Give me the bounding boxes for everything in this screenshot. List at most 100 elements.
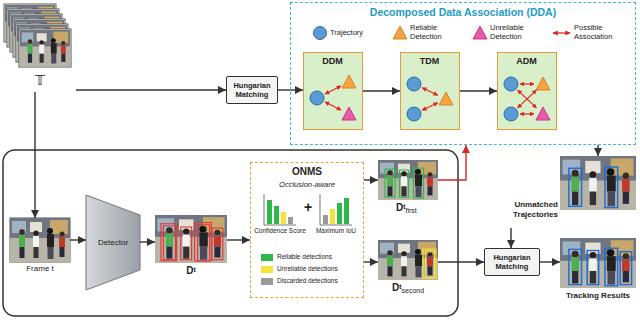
node-text: 𝕋: [4, 72, 76, 89]
connector: [364, 261, 378, 262]
pipeline-panel: [3, 150, 458, 316]
trajectory-circle: [310, 91, 324, 105]
dda-legend-icons: [314, 26, 571, 40]
ddm-figure: [310, 75, 356, 120]
legend-swatch: [261, 278, 273, 285]
connector: [510, 228, 511, 248]
chart-bar: [330, 209, 335, 224]
node-text: DDM: [304, 56, 361, 67]
node-text: +: [299, 199, 317, 216]
chart-axis: [320, 194, 352, 225]
detector-shape: [86, 195, 140, 290]
connector: [438, 261, 484, 262]
module-box: TDM: [400, 52, 460, 130]
node-text: second: [402, 287, 425, 295]
tdm-figure: [407, 77, 453, 121]
process-box: Hungarian Matching: [226, 76, 278, 104]
tracking-photo: [560, 238, 636, 288]
node-text: Detector: [89, 238, 137, 248]
connector: [34, 92, 35, 218]
module-fill: [303, 52, 363, 130]
reliable-icon: [393, 26, 407, 39]
node-text: Dᵗ: [396, 202, 405, 214]
connector: [227, 239, 250, 240]
reliable-triangle: [536, 77, 550, 90]
connector: [597, 145, 598, 156]
chart-bar: [274, 206, 279, 224]
chart-bar: [288, 217, 293, 224]
reliable-triangle: [439, 92, 453, 105]
association-arrow: [325, 102, 341, 110]
chart-axis: [264, 194, 296, 225]
dda-region: Decomposed Data Association (DDA) DDM TDM A…: [290, 2, 636, 145]
association-arrow: [520, 83, 534, 84]
frame-stack: 𝕋: [4, 4, 76, 92]
module-fill: [400, 52, 460, 130]
legend-text: Reliable Detection: [410, 23, 462, 41]
reliable-triangle: [342, 75, 356, 88]
photo-border: [10, 218, 70, 262]
trajectory-circle: [504, 107, 518, 121]
unmatched-photo: [560, 156, 636, 210]
association-arrow: [325, 86, 341, 94]
image-node: Dᵗsecond: [378, 240, 438, 298]
legend-text: Unreliable detections: [277, 265, 338, 273]
trajectory-icon: [314, 27, 327, 40]
connector: [460, 90, 497, 91]
unreliable-triangle: [342, 107, 356, 120]
connector: [76, 89, 226, 90]
chart-bar: [344, 198, 349, 224]
connector: [140, 241, 155, 242]
connector: [438, 145, 466, 180]
chart-bar: [267, 200, 272, 224]
module-box: DDM: [303, 52, 363, 130]
node-text: Dᵗ: [392, 282, 401, 294]
node-text: TDM: [401, 56, 458, 67]
detections-photo: [155, 215, 227, 263]
detector-node: Detector: [86, 195, 140, 290]
connector: [364, 179, 378, 180]
legend-text: Unreliable Detection: [490, 23, 544, 41]
first-detections-photo: [378, 160, 438, 200]
image-node: Tracking Results: [560, 238, 636, 306]
node-text: Decomposed Data Association (DDA): [291, 6, 635, 19]
legend-text: Possible Association: [574, 23, 632, 41]
node-text: Hungarian Matching: [488, 253, 536, 271]
legend-text: Trajectory: [330, 28, 380, 37]
connector: [70, 239, 86, 240]
photo: [10, 218, 70, 262]
connector: [363, 90, 400, 91]
association-icon: [553, 32, 570, 33]
node-text: ONMS: [251, 166, 363, 178]
node-text: ADM: [498, 56, 555, 67]
chart-bar: [323, 215, 328, 224]
module-fill: [497, 52, 557, 130]
node-text: Occlusion-aware: [251, 180, 363, 189]
node-text: Dᵗ: [155, 265, 227, 277]
node-text: Unmatched Trajectories: [478, 200, 558, 219]
association-arrow: [518, 90, 537, 108]
chart-bar: [281, 212, 286, 224]
node-text: Confidence Score: [252, 227, 308, 235]
unreliable-icon: [473, 26, 487, 39]
image-node: Dᵗfirst: [378, 160, 438, 218]
trajectory-circle: [407, 77, 421, 91]
image-node: Dᵗ: [155, 215, 227, 281]
image-node: Unmatched Trajectories: [478, 156, 636, 228]
chart-bar: [337, 203, 342, 224]
connector: [540, 261, 560, 262]
onms-box: ONMS Occlusion-awareConfidence Score + Maxi…: [250, 162, 364, 298]
unreliable-triangle: [536, 107, 550, 120]
trajectory-circle: [407, 107, 421, 121]
node-text: Hungarian Matching: [230, 81, 274, 99]
node-text: first: [406, 207, 417, 215]
frame-stack: [4, 4, 71, 67]
frame: [19, 29, 71, 67]
module-box: ADM: [497, 52, 557, 130]
legend-swatch: [261, 254, 273, 261]
legend-text: Reliable detections: [277, 253, 332, 261]
adm-figure: [504, 77, 550, 121]
node-text: Maximum IoU: [309, 227, 363, 235]
association-arrow: [520, 113, 534, 114]
